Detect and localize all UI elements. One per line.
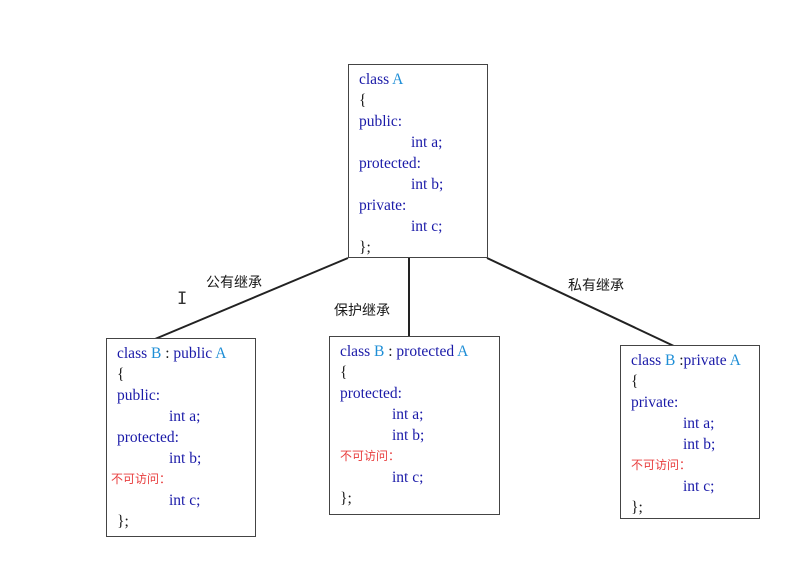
member-c: int c;	[411, 218, 443, 235]
class-header: class B : protected A	[340, 343, 469, 360]
public-section-label: public:	[117, 387, 161, 404]
member-c: int c;	[683, 478, 715, 495]
class-header: class B : public A	[117, 345, 227, 362]
private-inheritance-label: 私有继承	[568, 278, 624, 294]
private-derived-box: class B :private A { private: int a; int…	[620, 345, 760, 519]
member-c: int c;	[392, 469, 424, 486]
text-cursor-icon: I	[177, 289, 188, 309]
protected-section-label: protected:	[359, 155, 421, 172]
open-brace: {	[359, 92, 367, 109]
member-a: int a;	[392, 406, 424, 423]
member-a: int a;	[683, 415, 715, 432]
member-b: int b;	[169, 450, 202, 467]
close-brace: };	[117, 513, 129, 530]
public-section-label: public:	[359, 113, 403, 130]
open-brace: {	[631, 373, 639, 390]
member-a: int a;	[169, 408, 201, 425]
close-brace: };	[340, 490, 352, 507]
inaccessible-section-label: 不可访问：	[631, 458, 692, 472]
base-class-box: class A { public: int a; protected: int …	[348, 64, 488, 258]
inaccessible-section-label: 不可访问：	[340, 449, 401, 463]
class-header: class B :private A	[631, 352, 741, 369]
protected-derived-box: class B : protected A { protected: int a…	[329, 336, 500, 515]
protected-inheritance-label: 保护继承	[334, 303, 390, 319]
public-derived-box: class B : public A { public: int a; prot…	[106, 338, 256, 537]
class-header: class A	[359, 71, 404, 88]
open-brace: {	[117, 366, 125, 383]
protected-section-label: protected:	[340, 385, 402, 402]
member-b: int b;	[683, 436, 716, 453]
public-inheritance-label: 公有继承	[206, 275, 262, 291]
member-b: int b;	[392, 427, 425, 444]
protected-section-label: protected:	[117, 429, 179, 446]
member-c: int c;	[169, 492, 201, 509]
edge-public-inheritance	[154, 257, 349, 340]
member-b: int b;	[411, 176, 444, 193]
private-section-label: private:	[359, 197, 407, 214]
edge-private-inheritance	[486, 257, 677, 348]
close-brace: };	[359, 239, 371, 256]
open-brace: {	[340, 364, 348, 381]
member-a: int a;	[411, 134, 443, 151]
inaccessible-section-label: 不可访问：	[111, 472, 172, 486]
close-brace: };	[631, 499, 643, 516]
private-section-label: private:	[631, 394, 679, 411]
